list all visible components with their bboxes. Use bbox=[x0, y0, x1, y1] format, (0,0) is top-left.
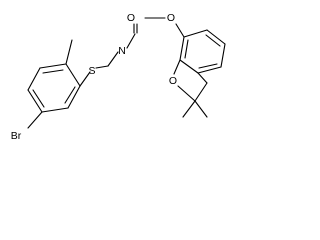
carbonyl-oxygen-label: O bbox=[127, 12, 135, 24]
carbamate-bonds bbox=[79, 17, 166, 87]
nitrogen-label: N bbox=[118, 45, 126, 57]
aryl-ring-bonds bbox=[27, 39, 81, 129]
structure-diagram: O O N S Br O bbox=[11, 12, 226, 142]
benzofuran-bonds bbox=[173, 23, 226, 118]
sulfur-label: S bbox=[88, 65, 95, 77]
ring-oxygen-label: O bbox=[169, 75, 177, 87]
ester-oxygen-label: O bbox=[167, 12, 175, 24]
bromine-label: Br bbox=[11, 130, 22, 142]
molecule-drawing: O O N S Br O bbox=[11, 12, 226, 142]
